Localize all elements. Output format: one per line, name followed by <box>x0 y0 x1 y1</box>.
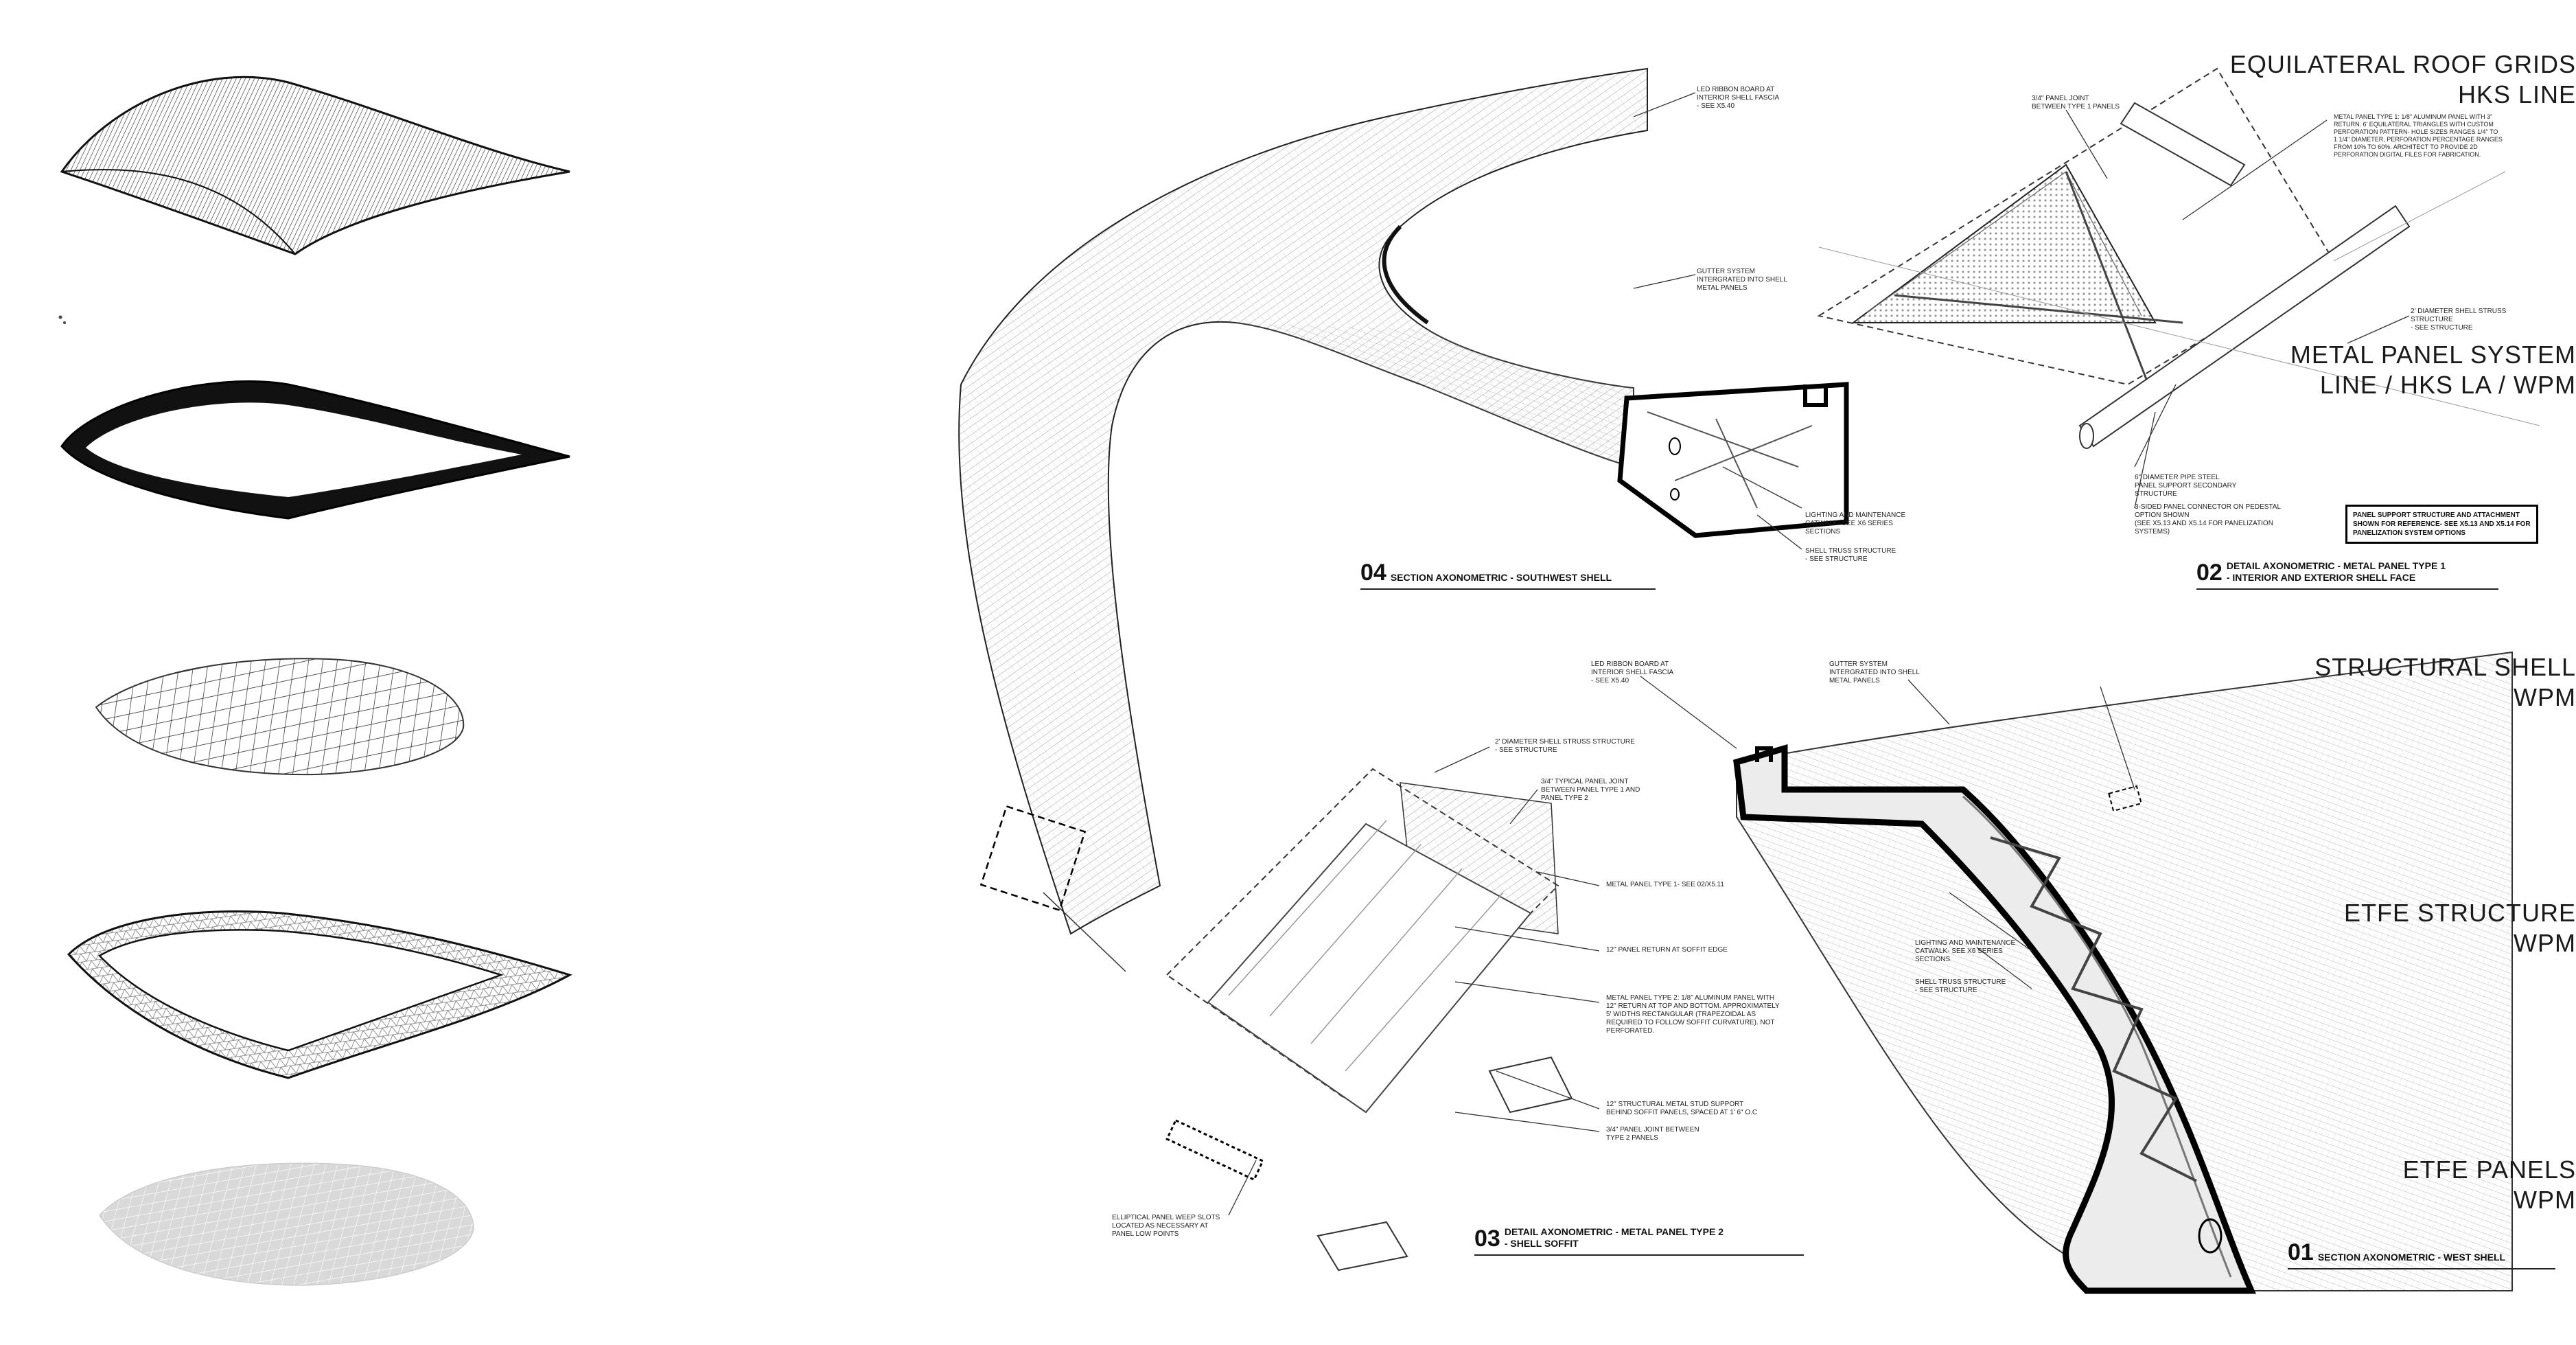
layer-title-line1: ETFE STRUCTURE <box>2344 899 2576 927</box>
layer-title-line2: HKS LINE <box>2457 80 2576 108</box>
panel-type2-drawing <box>1165 768 1573 1272</box>
title-underline <box>2196 588 2498 590</box>
roof-grid-diagram <box>60 76 570 255</box>
layer-title-line2: WPM <box>2514 929 2576 957</box>
drawing-number: 03 <box>1474 1226 1500 1252</box>
title-underline <box>1360 588 1656 590</box>
layer-title-line1: EQUILATERAL ROOF GRIDS <box>2229 50 2576 78</box>
layer-title-line2: WPM <box>2514 683 2576 711</box>
note-panel-return-03: 12" PANEL RETURN AT SOFFIT EDGE <box>1606 946 1728 954</box>
metal-panel-ring-diagram <box>60 380 570 520</box>
note-lighting-01: LIGHTING AND MAINTENANCE CATWALK- SEE X6… <box>1915 939 2016 963</box>
panel-type1-drawing <box>1817 67 2540 449</box>
structural-shell-diagram <box>95 658 465 776</box>
leaders-01 <box>1640 676 2032 989</box>
reference-callout-box: PANEL SUPPORT STRUCTURE AND ATTACHMENT S… <box>2345 505 2538 544</box>
note-panel-type1-03: METAL PANEL TYPE 1- SEE 02/X5.11 <box>1606 881 1724 888</box>
layer-title-line1: METAL PANEL SYSTEM <box>2290 341 2576 369</box>
layer-title-metal-panel: METAL PANEL SYSTEM LINE / HKS LA / WPM <box>1842 340 2576 400</box>
drawing-title-text: SECTION AXONOMETRIC - WEST SHELL <box>2317 1252 2506 1263</box>
title-underline <box>2288 1268 2555 1269</box>
note-lighting-04: LIGHTING AND MAINTENANCE CATWALK- SEE X6… <box>1805 511 1906 536</box>
leaders-04 <box>1633 92 1802 550</box>
leaders-02 <box>2065 109 2410 509</box>
layer-title-structural-shell: STRUCTURAL SHELL WPM <box>1859 652 2576 713</box>
etfe-panels-diagram <box>99 1162 474 1286</box>
note-gutter-04: GUTTER SYSTEM INTERGRATED INTO SHELL MET… <box>1697 268 1787 292</box>
layer-title-line1: ETFE PANELS <box>2402 1156 2576 1184</box>
layer-title-roof-grids: EQUILATERAL ROOF GRIDS HKS LINE <box>1842 49 2576 110</box>
layer-title-line2: LINE / HKS LA / WPM <box>2319 371 2576 399</box>
layer-title-line2: WPM <box>2514 1186 2576 1214</box>
drawing-number: 01 <box>2288 1239 2314 1265</box>
drawing-title-text: DETAIL AXONOMETRIC - METAL PANEL TYPE 2 … <box>1504 1226 1724 1249</box>
title-underline <box>1474 1254 1804 1256</box>
note-led-ribbon-01: LED RIBBON BOARD AT INTERIOR SHELL FASCI… <box>1591 660 1674 685</box>
note-connector-02: 3-SIDED PANEL CONNECTOR ON PEDESTAL OPTI… <box>2135 503 2282 536</box>
reference-marks <box>58 315 66 324</box>
layer-title-line1: STRUCTURAL SHELL <box>2314 653 2576 681</box>
layer-title-etfe-panels: ETFE PANELS WPM <box>1872 1155 2576 1215</box>
note-typical-joint-03: 3/4" TYPICAL PANEL JOINT BETWEEN PANEL T… <box>1541 778 1640 802</box>
etfe-structure-diagram <box>67 910 572 1079</box>
note-weep-slots-03: ELLIPTICAL PANEL WEEP SLOTS LOCATED AS N… <box>1112 1214 1220 1238</box>
note-struss-03: 2' DIAMETER SHELL STRUSS STRUCTURE - SEE… <box>1495 738 1635 754</box>
note-gutter-01: GUTTER SYSTEM INTERGRATED INTO SHELL MET… <box>1829 660 1920 685</box>
drawing-number: 02 <box>2196 560 2223 586</box>
note-struss-02: 2' DIAMETER SHELL STRUSS STRUCTURE - SEE… <box>2411 308 2507 332</box>
drawing-title-text: SECTION AXONOMETRIC - SOUTHWEST SHELL <box>1390 572 1612 583</box>
drawing-title-text: DETAIL AXONOMETRIC - METAL PANEL TYPE 1 … <box>2226 560 2446 583</box>
note-panel-type1-02: METAL PANEL TYPE 1: 1/8" ALUMINUM PANEL … <box>2334 113 2503 158</box>
note-panel-joint-02: 3/4" PANEL JOINT BETWEEN TYPE 1 PANELS <box>2032 95 2120 111</box>
note-panel-joint-03: 3/4" PANEL JOINT BETWEEN TYPE 2 PANELS <box>1606 1126 1699 1142</box>
southwest-shell-drawing <box>958 67 1849 972</box>
note-panel-type2-03: METAL PANEL TYPE 2: 1/8" ALUMINUM PANEL … <box>1606 994 1780 1035</box>
note-led-ribbon-04: LED RIBBON BOARD AT INTERIOR SHELL FASCI… <box>1697 86 1780 110</box>
west-shell-drawing <box>1733 651 2513 1294</box>
note-stud-support-03: 12" STRUCTURAL METAL STUD SUPPORT BEHIND… <box>1606 1101 1758 1116</box>
layer-title-etfe-structure: ETFE STRUCTURE WPM <box>1876 898 2576 958</box>
leaders-03 <box>1228 746 1600 1216</box>
note-truss-01: SHELL TRUSS STRUCTURE - SEE STRUCTURE <box>1915 978 2006 994</box>
drawing-number: 04 <box>1360 560 1386 586</box>
note-truss-04: SHELL TRUSS STRUCTURE - SEE STRUCTURE <box>1805 547 1896 563</box>
note-pipe-02: 6" DIAMETER PIPE STEEL PANEL SUPPORT SEC… <box>2135 474 2237 498</box>
drawing-title-04: 04 SECTION AXONOMETRIC - SOUTHWEST SHELL <box>1360 560 1656 590</box>
